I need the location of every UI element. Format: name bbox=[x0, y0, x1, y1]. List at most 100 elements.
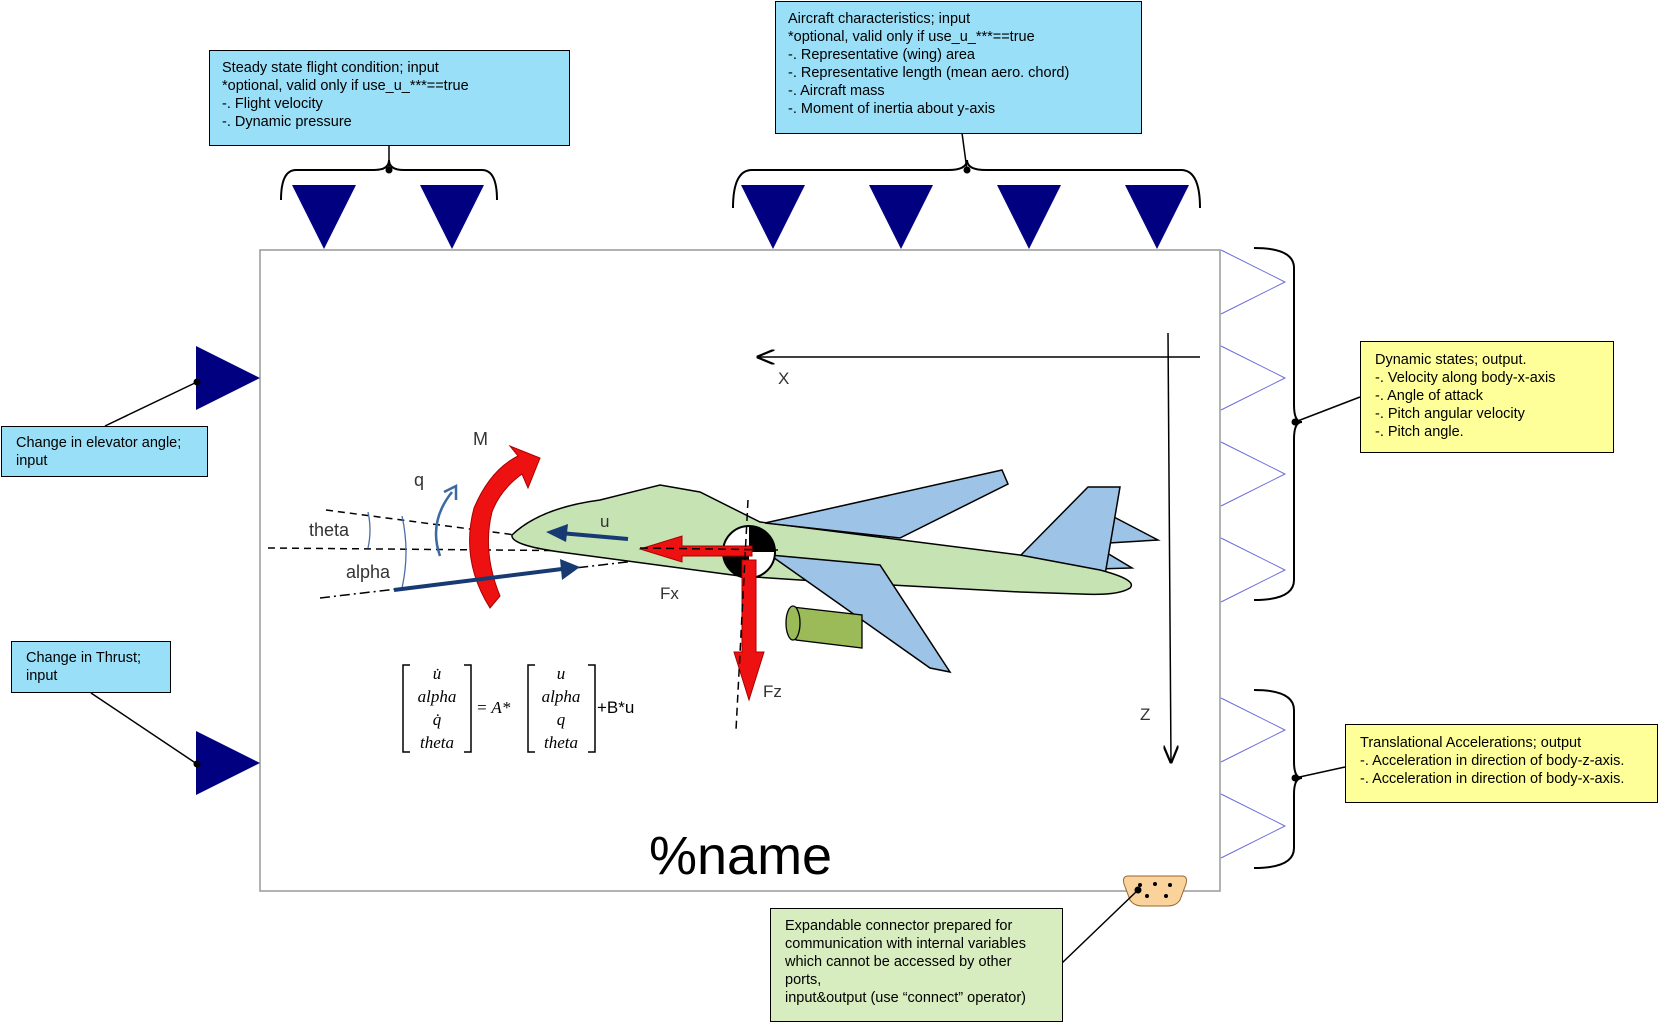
fx-label: Fx bbox=[660, 584, 679, 603]
fz-force-arrow bbox=[733, 559, 765, 702]
fuselage bbox=[511, 484, 1133, 596]
dynamic-states-brace bbox=[1253, 247, 1303, 601]
elevator-leader bbox=[104, 381, 198, 427]
callout-line: -. Representative (wing) area bbox=[788, 47, 975, 63]
callout-line: Expandable connector prepared for bbox=[785, 918, 1013, 934]
translational-leader bbox=[1294, 766, 1346, 779]
dynamic-pressure-port[interactable] bbox=[420, 185, 484, 249]
pitch-rate-output-port[interactable] bbox=[1220, 441, 1287, 507]
callout-line: input&output (use “connect” operator) bbox=[785, 990, 1026, 1006]
eq-rhs-1: u bbox=[557, 664, 566, 683]
connector-pin bbox=[1153, 882, 1157, 886]
q-label: q bbox=[414, 470, 424, 490]
callout-line: -. Pitch angular velocity bbox=[1375, 406, 1525, 422]
rhs-left-bracket bbox=[527, 664, 535, 753]
callout-line: -. Representative length (mean aero. cho… bbox=[788, 65, 1070, 81]
velocity-output-port[interactable] bbox=[1220, 249, 1287, 315]
u-label: u bbox=[600, 512, 609, 531]
output-ports bbox=[1220, 249, 1287, 859]
dynamic-states-leader bbox=[1294, 396, 1361, 423]
theta-arc bbox=[367, 511, 371, 549]
callout-title: Steady state flight condition; input bbox=[222, 60, 439, 76]
elevator-input-port[interactable] bbox=[196, 346, 260, 410]
eq-lhs-1: u̇ bbox=[433, 664, 442, 683]
callout-line: *optional, valid only if use_u_***==true bbox=[788, 29, 1035, 45]
eq-rhs-4: theta bbox=[544, 733, 578, 752]
wind-velocity-arrow bbox=[393, 567, 563, 592]
callout-line: ports, bbox=[785, 972, 822, 988]
moment-label: M bbox=[473, 429, 488, 449]
z-axis-arrow bbox=[1168, 332, 1171, 762]
top-input-ports bbox=[292, 185, 1189, 249]
aircraft-leader bbox=[961, 132, 968, 171]
callout-line: -. Velocity along body-x-axis bbox=[1375, 370, 1556, 386]
u-arrow-head bbox=[546, 524, 568, 542]
upper-wing bbox=[764, 469, 1009, 539]
inertia-port[interactable] bbox=[1125, 185, 1189, 249]
translational-brace bbox=[1253, 689, 1303, 869]
connector-leader bbox=[1061, 889, 1139, 964]
connector-pin bbox=[1138, 883, 1142, 887]
connector-pin bbox=[1145, 894, 1149, 898]
eq-equals: = A* bbox=[476, 698, 511, 717]
wind-arrow-head bbox=[560, 559, 580, 580]
expandable-connector-callout: Expandable connector prepared for commun… bbox=[770, 908, 1063, 1022]
alpha-arc bbox=[401, 515, 407, 589]
x-axis-label: X bbox=[778, 369, 789, 388]
z-axis-label: Z bbox=[1140, 705, 1150, 724]
state-space-equation: u̇ alpha q̇ theta = A* u alpha q theta +… bbox=[402, 664, 634, 753]
elevator-callout: Change in elevator angle; input bbox=[1, 426, 208, 477]
translational-accelerations-callout: Translational Accelerations; output -. A… bbox=[1345, 724, 1658, 803]
ax-output-port[interactable] bbox=[1220, 793, 1287, 859]
cg-quadrant bbox=[749, 526, 775, 552]
dynamic-states-callout: Dynamic states; output. -. Velocity alon… bbox=[1360, 341, 1614, 453]
callout-line: -. Moment of inertia about y-axis bbox=[788, 101, 996, 117]
connector-pin bbox=[1164, 894, 1168, 898]
callout-line: -. Pitch angle. bbox=[1375, 424, 1464, 440]
lower-wing bbox=[767, 553, 952, 674]
callout-title: Dynamic states; output. bbox=[1375, 352, 1527, 368]
callout-line: -. Flight velocity bbox=[222, 96, 323, 112]
callout-line: -. Acceleration in direction of body-z-a… bbox=[1360, 753, 1625, 769]
callout-line: -. Acceleration in direction of body-x-a… bbox=[1360, 771, 1625, 787]
callout-line: input bbox=[16, 453, 48, 469]
eq-rhs-3: q bbox=[557, 710, 566, 729]
flight-velocity-port[interactable] bbox=[292, 185, 356, 249]
alpha-label: alpha bbox=[346, 562, 391, 582]
callout-line: -. Aircraft mass bbox=[788, 83, 885, 99]
thrust-leader bbox=[90, 692, 198, 765]
thrust-callout: Change in Thrust; input bbox=[11, 641, 171, 693]
callout-title: Aircraft characteristics; input bbox=[788, 11, 971, 27]
eq-rhs-2: alpha bbox=[542, 687, 581, 706]
callout-line: Change in Thrust; bbox=[26, 650, 141, 666]
expandable-connector[interactable] bbox=[1123, 875, 1187, 907]
callout-title: Translational Accelerations; output bbox=[1360, 735, 1582, 751]
pitch-angle-output-port[interactable] bbox=[1220, 537, 1287, 603]
eq-lhs-4: theta bbox=[420, 733, 454, 752]
rhs-right-bracket bbox=[588, 664, 596, 753]
callout-line: which cannot be accessed by other bbox=[785, 954, 1012, 970]
wing-area-port[interactable] bbox=[741, 185, 805, 249]
chord-length-port[interactable] bbox=[869, 185, 933, 249]
callout-line: communication with internal variables bbox=[785, 936, 1026, 952]
fz-label: Fz bbox=[763, 682, 782, 701]
callout-line: -. Dynamic pressure bbox=[222, 114, 352, 130]
engine-intake bbox=[785, 605, 801, 641]
q-arc-arrow bbox=[434, 491, 453, 557]
eq-lhs-3: q̇ bbox=[433, 710, 442, 729]
aircraft-brace bbox=[732, 159, 1201, 209]
lhs-right-bracket bbox=[464, 664, 472, 753]
block-name: %name bbox=[649, 826, 833, 886]
moment-arrow bbox=[469, 444, 541, 609]
alpha-output-port[interactable] bbox=[1220, 345, 1287, 411]
aircraft-mass-port[interactable] bbox=[997, 185, 1061, 249]
eq-lhs-2: alpha bbox=[418, 687, 457, 706]
thrust-input-port[interactable] bbox=[196, 731, 260, 795]
aircraft-characteristics-callout: Aircraft characteristics; input *optiona… bbox=[775, 1, 1142, 134]
az-output-port[interactable] bbox=[1220, 697, 1287, 763]
callout-line: input bbox=[26, 668, 58, 684]
connector-pin bbox=[1168, 883, 1172, 887]
callout-line: Change in elevator angle; bbox=[16, 435, 182, 451]
fx-dashed-line bbox=[639, 547, 781, 551]
u-velocity-arrow bbox=[559, 531, 629, 541]
